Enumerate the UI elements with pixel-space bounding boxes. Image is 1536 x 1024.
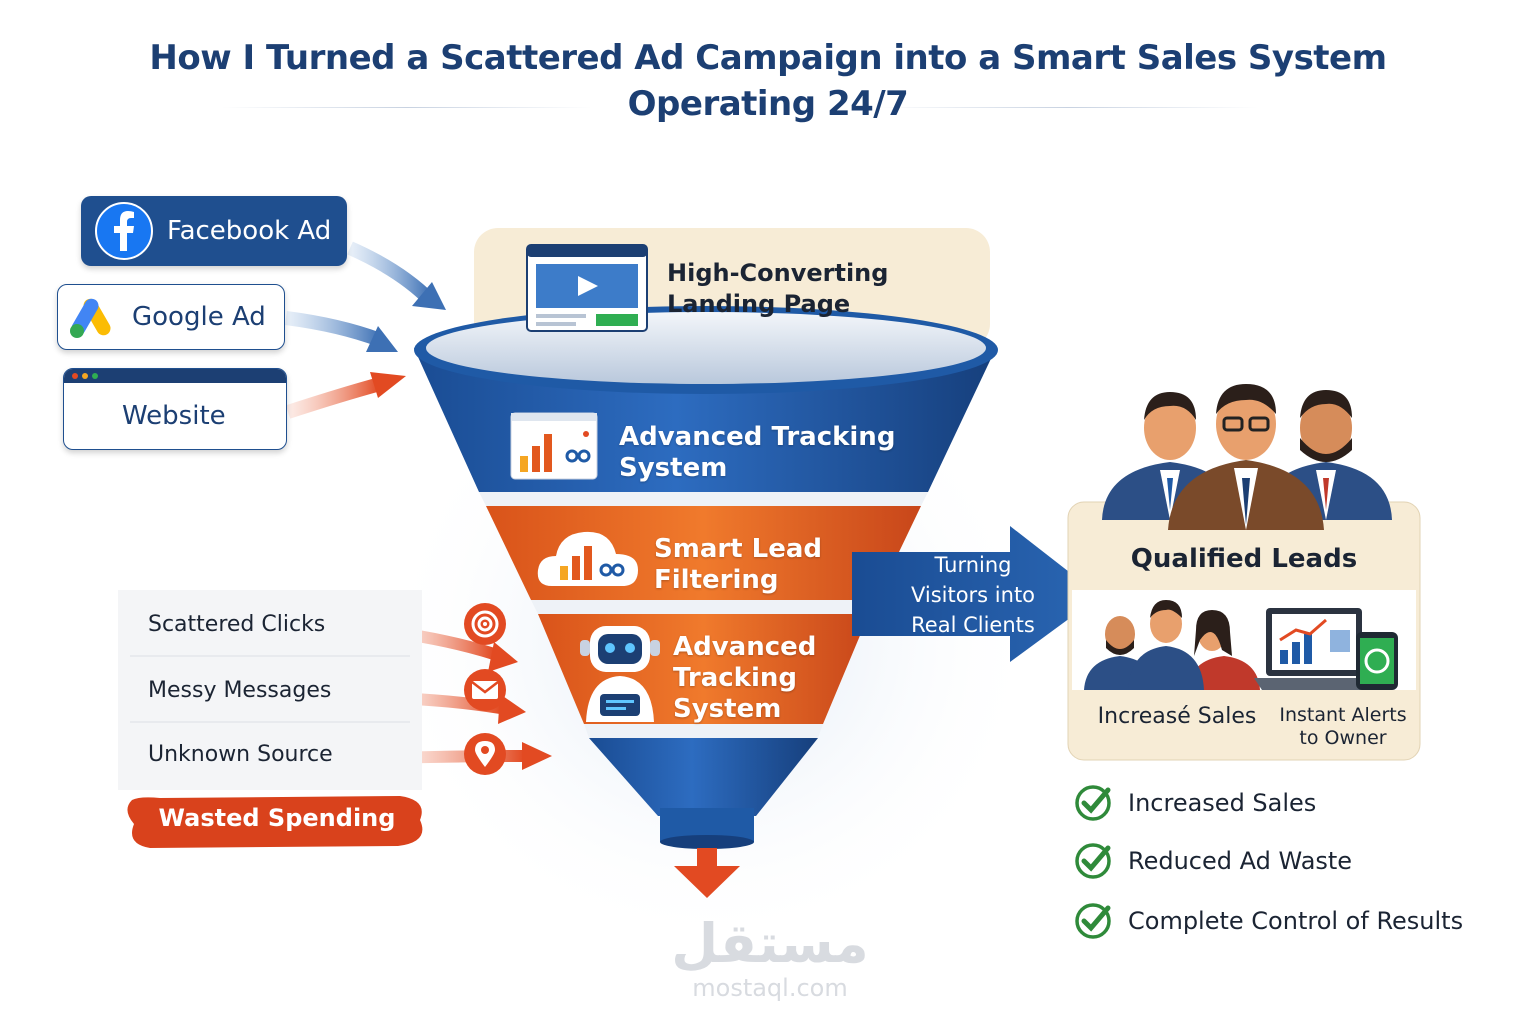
benefit-increased-sales: Increased Sales — [1074, 784, 1316, 822]
title-divider-left — [222, 107, 592, 108]
video-landing-page-icon — [526, 244, 648, 332]
landing-page-label: High-Converting Landing Page — [667, 259, 889, 318]
source-website: Website — [63, 368, 287, 450]
watermark-arabic: مستقل — [671, 912, 869, 975]
robot-icon — [576, 622, 664, 726]
check-icon — [1075, 843, 1111, 879]
wasted-spending-label: Wasted Spending — [158, 804, 396, 832]
benefit-reduced-ad-waste: Reduced Ad Waste — [1074, 842, 1352, 880]
check-icon — [1075, 903, 1111, 939]
stage-smart-lead-filtering-label: Smart Lead Filtering — [654, 534, 823, 595]
google-ads-icon — [68, 295, 118, 339]
envelope-icon — [464, 669, 506, 711]
analytics-chart-icon — [510, 412, 598, 480]
source-label-google: Google Ad — [132, 302, 266, 332]
target-icon — [464, 603, 506, 645]
visitors-to-clients-label: Turning Visitors into Real Clients — [910, 553, 1036, 637]
source-google-ad: Google Ad — [57, 284, 285, 350]
problem-scattered-clicks: Scattered Clicks — [118, 592, 540, 656]
cloud-chart-icon — [536, 526, 640, 588]
instant-alerts-label: Instant Alerts to Owner — [1279, 704, 1407, 749]
problem-unknown-source: Unknown Source — [118, 722, 540, 786]
check-icon — [1075, 785, 1111, 821]
page-subtitle: Operating 24/7 — [627, 84, 909, 124]
browser-icon — [64, 369, 286, 383]
increase-sales-label: Increasé Sales — [1097, 704, 1257, 729]
benefit-complete-control: Complete Control of Results — [1074, 902, 1463, 940]
stage-advanced-tracking-label: Advanced Tracking System — [619, 422, 896, 483]
facebook-icon — [95, 202, 153, 260]
source-label-website: Website — [122, 401, 226, 431]
page-title: How I Turned a Scattered Ad Campaign int… — [149, 38, 1387, 78]
stage-advanced-tracking-system-label: Advanced Tracking System — [673, 632, 817, 724]
location-pin-icon — [464, 733, 506, 775]
watermark-latin: mostaql.com — [692, 974, 848, 1002]
source-facebook-ad: Facebook Ad — [81, 196, 347, 266]
title-divider-right — [878, 107, 1258, 108]
problem-messy-messages: Messy Messages — [118, 658, 540, 722]
qualified-leads-label: Qualified Leads — [1130, 544, 1358, 574]
source-label-facebook: Facebook Ad — [167, 216, 332, 246]
